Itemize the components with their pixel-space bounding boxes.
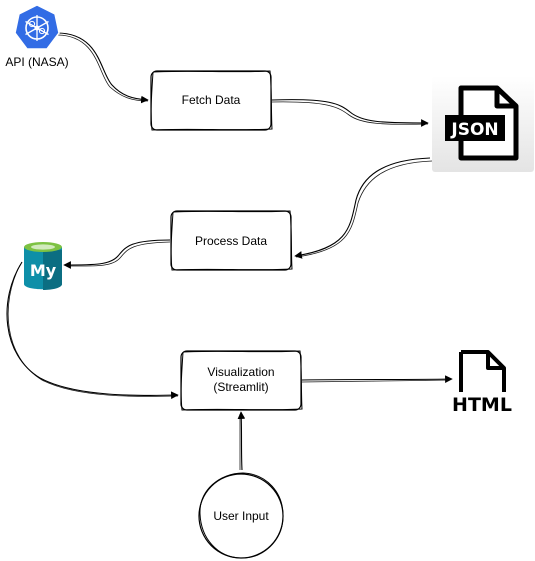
process-data-label: Process Data — [195, 234, 267, 248]
visualization-label: Visualization — [207, 365, 274, 379]
kubernetes-wheel-icon — [14, 4, 60, 50]
html-node[interactable]: HTML — [452, 350, 512, 416]
streamlit-label: (Streamlit) — [213, 380, 268, 394]
json-file-icon: JSON — [445, 85, 519, 161]
mysql-icon-label: My — [30, 261, 57, 280]
html-icon-label: HTML — [452, 394, 512, 416]
edge-api-to-fetch — [56, 32, 149, 104]
mysql-database-icon: My — [24, 242, 62, 290]
html-file-icon: HTML — [452, 350, 512, 416]
json-icon-label: JSON — [450, 120, 498, 140]
fetch-data-label: Fetch Data — [182, 93, 241, 107]
edge-process-to-mysql — [63, 239, 171, 269]
edge-user-to-viz — [237, 411, 246, 471]
api-label: API (NASA) — [5, 55, 68, 69]
user-input-node[interactable]: User Input — [198, 472, 284, 559]
api-node[interactable]: API (NASA) — [5, 4, 69, 69]
edge-fetch-to-json — [271, 99, 429, 127]
json-node[interactable]: JSON — [432, 76, 534, 172]
edge-json-to-process — [294, 157, 433, 259]
user-input-label: User Input — [213, 509, 269, 523]
edge-mysql-to-viz — [6, 261, 179, 400]
mysql-node[interactable]: My — [24, 242, 62, 290]
fetch-data-node[interactable]: Fetch Data — [150, 70, 273, 131]
edge-viz-to-html — [301, 375, 453, 383]
visualization-node[interactable]: Visualization (Streamlit) — [180, 350, 303, 411]
process-data-node[interactable]: Process Data — [170, 210, 293, 271]
